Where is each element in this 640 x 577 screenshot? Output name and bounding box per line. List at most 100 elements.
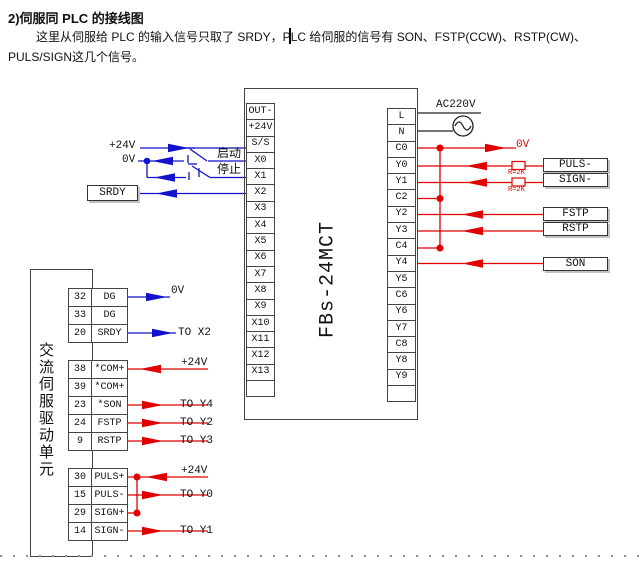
plc-terminal-y1: Y1 (387, 173, 416, 191)
plc-terminal-x4: X4 (246, 217, 275, 235)
body-text-line1[interactable]: 这里从伺服给 PLC 的输入信号只取了 SRDY，PLC 给伺服的信号有 SON… (36, 30, 587, 44)
resistor-y0-icon (511, 160, 526, 171)
plc-terminal-c8: C8 (387, 336, 416, 354)
red-arrows (133, 143, 506, 536)
plc-block (244, 88, 418, 420)
servo-row-23-son: 23 *SON (68, 396, 128, 415)
puls-minus-signal-box: PULS- (543, 158, 608, 172)
servo-pin: 23 (68, 396, 92, 415)
plc-terminal-l: L (387, 108, 416, 126)
label-24v-ss: +24V (109, 140, 136, 152)
servo-pin: 24 (68, 414, 92, 433)
servo-row-14-sign-minus: 14 SIGN- (68, 522, 128, 541)
label-start-switch: 启动 (217, 146, 242, 160)
plc-terminal-x13: X13 (246, 363, 275, 382)
servo-signal: SIGN- (91, 522, 128, 541)
servo-row-39-com: 39 *COM+ (68, 378, 128, 397)
plc-terminal-x6: X6 (246, 249, 275, 267)
label-com-24v: +24V (181, 357, 208, 369)
servo-signal: SRDY (91, 324, 128, 343)
ac-source-icon (417, 112, 481, 137)
servo-pin: 14 (68, 522, 92, 541)
servo-terminal-group-1: 32 DG 33 DG 20 SRDY (68, 288, 128, 343)
label-resistor-y0: R=2K (508, 169, 525, 177)
label-srdy-to-x2: TO X2 (178, 327, 212, 339)
rstp-signal-box: RSTP (543, 222, 608, 236)
servo-row-33-dg: 33 DG (68, 306, 128, 325)
plc-terminal-x10: X10 (246, 314, 275, 333)
plc-terminal-x1: X1 (246, 168, 275, 186)
servo-row-9-rstp: 9 RSTP (68, 432, 128, 451)
body-text-line2[interactable]: PULS/SIGN这几个信号。 (8, 50, 145, 64)
plc-terminal-y2: Y2 (387, 205, 416, 224)
plc-terminal-y0: Y0 (387, 156, 416, 175)
label-resistor-y1: R=2K (508, 186, 525, 194)
label-sign-to-y1: TO Y1 (180, 525, 214, 537)
servo-terminal-group-2: 38 *COM+ 39 *COM+ 23 *SON 24 FSTP 9 RSTP (68, 360, 128, 451)
plc-terminal-n: N (387, 124, 416, 142)
junction-dot-c0 (436, 144, 444, 152)
plc-model-label: FBs-24MCT (316, 220, 340, 339)
label-dg-0v: 0V (171, 285, 185, 297)
plc-terminal-x11: X11 (246, 331, 275, 349)
servo-signal: PULS+ (91, 468, 128, 487)
servo-terminal-group-3: 30 PULS+ 15 PULS- 29 SIGN+ 14 SIGN- (68, 468, 128, 541)
plc-terminal-ss: S/S (246, 135, 275, 153)
label-c0-0v: 0V (516, 139, 530, 151)
fstp-signal-box: FSTP (543, 207, 608, 221)
servo-row-20-srdy: 20 SRDY (68, 324, 128, 343)
plc-terminal-out-minus: OUT- (246, 103, 275, 121)
plc-terminal-y5: Y5 (387, 270, 416, 289)
servo-row-15-puls-minus: 15 PULS- (68, 486, 128, 505)
servo-pin: 32 (68, 288, 92, 307)
servo-signal: *COM+ (91, 378, 128, 397)
blue-arrows (143, 143, 189, 338)
plc-terminal-y7: Y7 (387, 319, 416, 338)
servo-row-38-com: 38 *COM+ (68, 360, 128, 379)
plc-terminal-blank (246, 380, 275, 398)
sign-minus-signal-box: SIGN- (543, 173, 608, 187)
servo-pin: 38 (68, 360, 92, 379)
servo-signal: PULS- (91, 486, 128, 505)
plc-terminal-y4: Y4 (387, 254, 416, 272)
label-puls-to-y0: TO Y0 (180, 489, 214, 501)
junction-dot-c4 (436, 244, 444, 252)
text-cursor (289, 28, 291, 44)
son-signal-box: SON (543, 257, 608, 271)
plc-terminal-c0: C0 (387, 140, 416, 158)
servo-signal: *SON (91, 396, 128, 415)
servo-pin: 30 (68, 468, 92, 487)
servo-signal: DG (91, 306, 128, 325)
servo-row-29-sign-plus: 29 SIGN+ (68, 504, 128, 523)
label-0v-common: 0V (122, 154, 136, 166)
plc-terminal-x2: X2 (246, 184, 275, 202)
plc-terminal-y3: Y3 (387, 222, 416, 240)
resistor-y1-icon (511, 177, 526, 187)
section-title[interactable]: 2)伺服同 PLC 的接线图 (8, 11, 144, 26)
plc-terminal-x7: X7 (246, 265, 275, 284)
plc-terminal-x0: X0 (246, 151, 275, 170)
resistor-icons (511, 160, 526, 187)
plc-terminal-y6: Y6 (387, 303, 416, 321)
plc-terminal-x3: X3 (246, 200, 275, 219)
servo-pin: 15 (68, 486, 92, 505)
servo-row-24-fstp: 24 FSTP (68, 414, 128, 433)
plc-terminal-x5: X5 (246, 233, 275, 251)
junction-dot-puls (133, 473, 141, 481)
label-ac220v: AC220V (436, 99, 476, 111)
plc-terminal-y8: Y8 (387, 352, 416, 370)
servo-row-30-puls-plus: 30 PULS+ (68, 468, 128, 487)
servo-row-32-dg: 32 DG (68, 288, 128, 307)
plc-terminal-c4: C4 (387, 238, 416, 256)
plc-terminal-c2: C2 (387, 189, 416, 207)
servo-signal: DG (91, 288, 128, 307)
label-rstp-to-y3: TO Y3 (180, 435, 214, 447)
servo-pin: 39 (68, 378, 92, 397)
servo-pin: 33 (68, 306, 92, 325)
plc-terminal-24v: +24V (246, 119, 275, 137)
servo-pin: 29 (68, 504, 92, 523)
servo-signal: RSTP (91, 432, 128, 451)
servo-signal: FSTP (91, 414, 128, 433)
